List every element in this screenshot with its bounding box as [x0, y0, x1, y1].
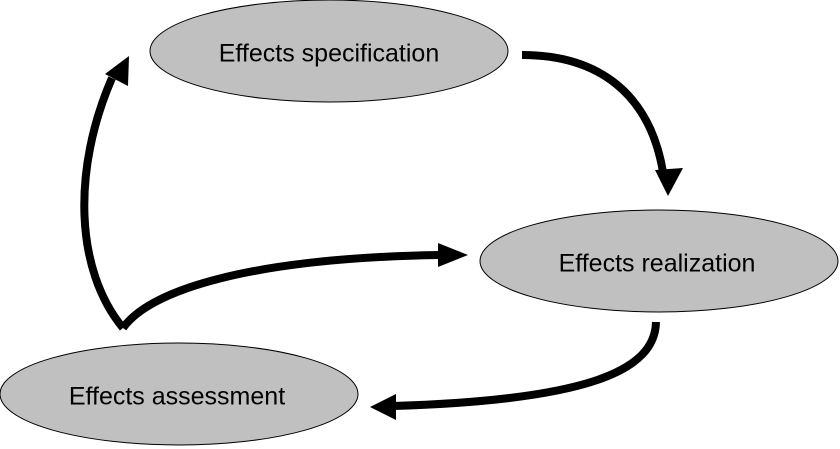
- node-effects-assessment-label: Effects assessment: [69, 383, 285, 411]
- arrow-assessment-to-specification-shaft: [80, 76, 127, 331]
- arrow-specification-to-realization-head: [655, 168, 683, 196]
- arrow-assessment-to-realization: [119, 243, 468, 331]
- arrow-realization-to-assessment-head: [370, 394, 396, 420]
- arrow-realization-to-assessment: [370, 321, 660, 420]
- node-effects-specification-shape: [149, 0, 509, 103]
- node-effects-specification: Effects specification: [149, 0, 509, 103]
- node-effects-specification-label: Effects specification: [219, 40, 439, 68]
- arrow-assessment-to-specification-head: [105, 56, 129, 86]
- arrow-realization-to-assessment-shaft: [392, 321, 660, 410]
- node-effects-realization: Effects realization: [479, 209, 839, 313]
- node-effects-assessment-shape: [0, 342, 359, 446]
- arrow-specification-to-realization: [521, 51, 683, 196]
- arrow-assessment-to-specification: [80, 56, 129, 331]
- node-effects-realization-shape: [479, 209, 839, 313]
- node-effects-realization-label: Effects realization: [559, 250, 756, 278]
- node-effects-assessment: Effects assessment: [0, 342, 359, 446]
- arrow-specification-to-realization-shaft: [521, 51, 667, 173]
- arrow-assessment-to-realization-head: [438, 243, 468, 267]
- arrow-assessment-to-realization-shaft: [119, 251, 441, 331]
